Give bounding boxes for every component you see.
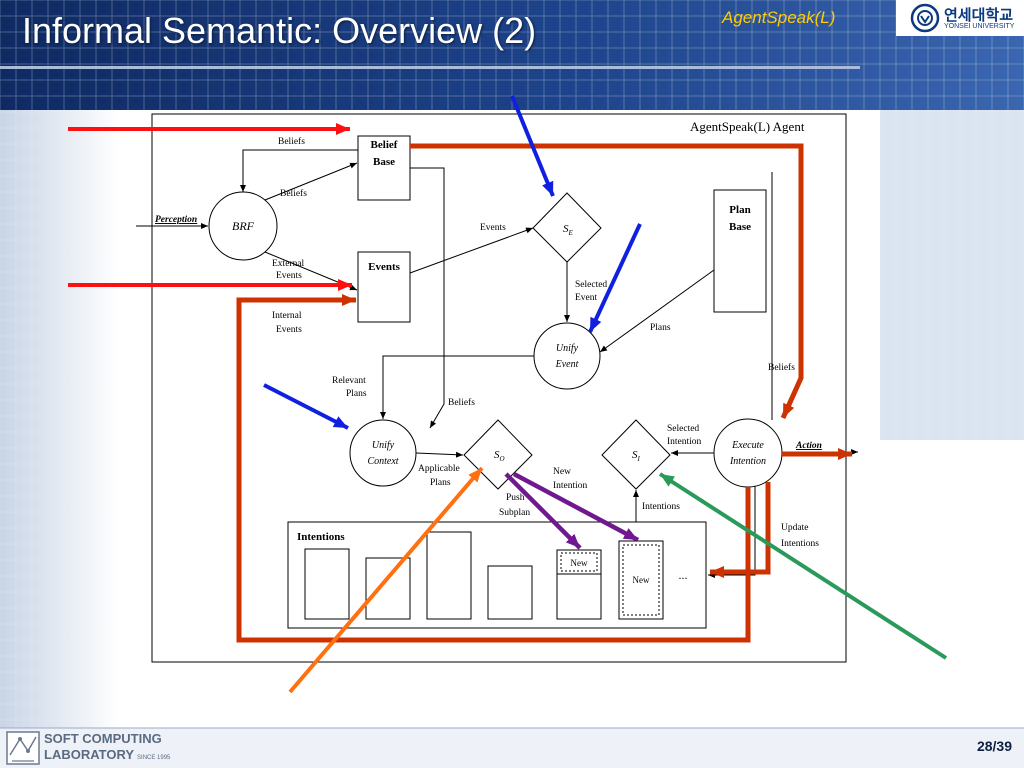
events-node xyxy=(357,251,411,323)
new-intention-label: New xyxy=(633,575,650,585)
label-relevant-plans-1: Relevant xyxy=(332,376,366,386)
plan-base-node xyxy=(713,189,767,313)
edge-labels: Beliefs Beliefs Perception External Even… xyxy=(155,136,822,549)
label-push-subplan-1: Push xyxy=(506,493,525,503)
new-subplan-box xyxy=(560,552,598,572)
unify-context-node xyxy=(349,419,417,487)
soft-computing-lab-icon xyxy=(6,731,40,765)
label-intentions: Intentions xyxy=(642,502,680,512)
highlight-cycle xyxy=(236,143,852,643)
intention-stack-2 xyxy=(365,557,411,620)
label-applicable-plans-1: Applicable xyxy=(418,464,460,474)
new-subplan-label: New xyxy=(571,558,588,568)
intention-stack-1 xyxy=(304,548,350,620)
slide-subtitle: AgentSpeak(L) xyxy=(722,8,836,27)
events-node-label: Events xyxy=(368,261,401,273)
label-perception: Perception xyxy=(155,215,197,225)
label-push-subplan-2: Subplan xyxy=(499,508,530,518)
belief-base-node xyxy=(357,135,411,201)
page-number: 28/39 xyxy=(976,738,1012,754)
label-selected-intention-1: Selected xyxy=(667,424,699,434)
new-intention-box xyxy=(622,544,660,616)
university-name-korean: 연세대학교 xyxy=(944,6,1014,24)
label-beliefs-right: Beliefs xyxy=(768,362,795,373)
lab-name-line2: LABORATORY xyxy=(44,747,135,762)
label-external-events-1: External xyxy=(272,259,305,269)
unify-context-label-2: Context xyxy=(367,456,398,467)
intention-stack-3 xyxy=(426,531,472,620)
label-beliefs-top: Beliefs xyxy=(278,136,305,147)
label-external-events-2: Events xyxy=(276,271,302,281)
label-relevant-plans-2: Plans xyxy=(346,389,367,399)
blue-arrow-to-unify-context xyxy=(263,383,349,430)
orange-arrow-to-so xyxy=(288,466,484,694)
execute-intention-node xyxy=(713,418,783,488)
intentions-ellipsis: ... xyxy=(679,568,688,582)
so-label: SO xyxy=(494,449,505,463)
blue-arrow-to-unify-event xyxy=(588,223,642,333)
plan-base-label-2: Base xyxy=(729,221,751,233)
lab-since: SINCE 1995 xyxy=(137,755,171,761)
unify-context-label-1: Unify xyxy=(372,440,395,451)
unify-event-label-1: Unify xyxy=(556,343,579,354)
diagram-connectors xyxy=(136,149,858,578)
intention-stack-4 xyxy=(487,565,533,620)
green-arrow-to-si xyxy=(658,472,948,660)
label-events-to-se: Events xyxy=(480,223,506,233)
intentions-title: Intentions xyxy=(297,531,345,543)
execute-intention-label-2: Intention xyxy=(729,456,766,467)
purple-arrow-to-new-intention xyxy=(512,472,640,542)
belief-base-label-2: Base xyxy=(373,156,395,168)
label-applicable-plans-2: Plans xyxy=(430,478,451,488)
plan-base-label-1: Plan xyxy=(729,204,750,216)
yonsei-emblem-icon xyxy=(910,3,940,33)
label-update-intentions-2: Intentions xyxy=(781,539,819,549)
slide-title: Informal Semantic: Overview (2) xyxy=(22,10,537,51)
label-new-intention-1: New xyxy=(553,467,571,477)
label-update-intentions-1: Update xyxy=(781,523,808,533)
agent-frame-title: AgentSpeak(L) Agent xyxy=(690,119,805,134)
unify-event-label-2: Event xyxy=(555,359,579,370)
label-internal-events-1: Internal xyxy=(272,311,302,321)
label-new-intention-2: Intention xyxy=(553,481,588,491)
se-label: SE xyxy=(563,223,574,237)
label-selected-event-2: Event xyxy=(575,293,598,303)
lab-name-line1: SOFT COMPUTING xyxy=(44,731,162,746)
blue-arrow-to-se xyxy=(510,95,555,197)
purple-arrow-to-new-subplan xyxy=(504,472,582,550)
label-selected-intention-2: Intention xyxy=(667,437,702,447)
belief-base-label-1: Belief xyxy=(371,139,398,151)
university-name-english: YONSEI UNIVERSITY xyxy=(944,23,1015,30)
label-action: Action xyxy=(795,441,822,451)
unify-event-node xyxy=(533,322,601,390)
label-beliefs-to-context: Beliefs xyxy=(448,397,475,408)
si-label: SI xyxy=(632,449,641,463)
si-selector-node xyxy=(601,419,671,490)
brf-label: BRF xyxy=(232,219,255,233)
agent-frame xyxy=(151,113,847,663)
label-selected-event-1: Selected xyxy=(575,280,607,290)
execute-intention-label-1: Execute xyxy=(731,440,764,451)
label-plans: Plans xyxy=(650,323,671,333)
label-beliefs-mid: Beliefs xyxy=(280,188,307,199)
label-internal-events-2: Events xyxy=(276,325,302,335)
